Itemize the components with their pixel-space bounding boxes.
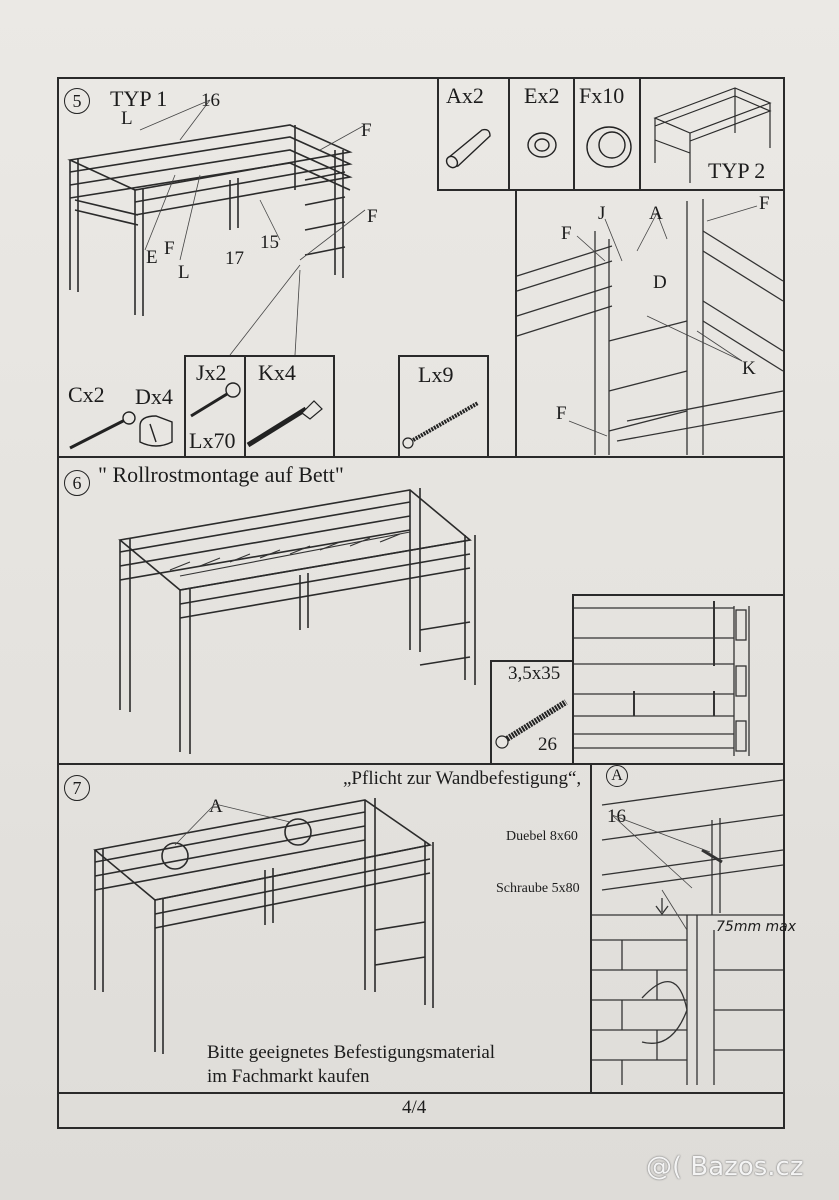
part-K-label: Kx4 bbox=[258, 360, 296, 385]
duebel-label: Duebel 8x60 bbox=[506, 829, 578, 844]
detail-label-F-left: F bbox=[561, 223, 572, 244]
barrel-nut-icon bbox=[139, 415, 173, 447]
label-F-top: F bbox=[361, 120, 372, 141]
label-L-top: L bbox=[121, 108, 133, 129]
part-F-label: Fx10 bbox=[579, 83, 625, 108]
page-number: 4/4 bbox=[402, 1097, 427, 1118]
label-L-low: L bbox=[178, 262, 190, 283]
note-line-1: Bitte geeignetes Befestigungsmaterial bbox=[207, 1042, 496, 1063]
screw-size-label: 3,5x35 bbox=[508, 663, 561, 684]
bazos-watermark: @( Bazos.cz bbox=[646, 1152, 804, 1182]
cover-cap-icon bbox=[586, 126, 632, 168]
step-5-title: TYP 1 bbox=[110, 86, 168, 111]
typ-2-bed-drawing bbox=[653, 87, 772, 183]
part-A-label: Ax2 bbox=[446, 83, 484, 108]
step-7-title: „Pflicht zur Wandbefestigung“, bbox=[343, 768, 582, 789]
label-F-mid: F bbox=[367, 206, 378, 227]
detail-A-marker: A bbox=[606, 765, 628, 787]
step-7-label-A: A bbox=[209, 796, 223, 817]
label-E: E bbox=[146, 247, 158, 268]
part-J-label: Jx2 bbox=[196, 360, 227, 385]
page-frame bbox=[57, 77, 785, 1129]
section-divider-footer bbox=[57, 1092, 785, 1094]
bolt-icon bbox=[69, 411, 136, 450]
part-D-label: Dx4 bbox=[135, 384, 173, 409]
detail-label-D: D bbox=[653, 272, 667, 293]
part-L70-label: Lx70 bbox=[189, 428, 236, 453]
step-7-number: 7 bbox=[64, 775, 90, 801]
short-bolt-icon bbox=[190, 382, 241, 418]
step-6-detail-drawing bbox=[574, 601, 750, 756]
step-5-detail-drawing bbox=[516, 199, 784, 455]
dowel-icon bbox=[445, 128, 491, 169]
label-17: 17 bbox=[225, 248, 244, 269]
wall-mount-detail-drawing bbox=[592, 779, 784, 1085]
detail-label-F-right: F bbox=[759, 193, 770, 214]
section-divider-6-7 bbox=[57, 763, 785, 765]
detail-label-F-bottom: F bbox=[556, 403, 567, 424]
part-E-label: Ex2 bbox=[524, 83, 560, 108]
step-6-title: " Rollrostmontage auf Bett" bbox=[98, 462, 344, 487]
step-5-bed-drawing bbox=[67, 99, 366, 356]
step-7-bed-drawing bbox=[93, 798, 434, 1054]
detail-label-A: A bbox=[649, 203, 663, 224]
label-15: 15 bbox=[260, 232, 279, 253]
detail-label-J: J bbox=[598, 203, 606, 224]
step-6-bed-drawing bbox=[118, 488, 476, 754]
detail-label-K: K bbox=[742, 358, 756, 379]
wood-screw-icon bbox=[495, 699, 568, 749]
step-5-number: 5 bbox=[64, 88, 90, 114]
long-screw-icon bbox=[402, 401, 479, 449]
part-L9-label: Lx9 bbox=[418, 362, 454, 387]
part-C-label: Cx2 bbox=[68, 382, 105, 407]
label-F-low: F bbox=[164, 238, 175, 259]
note-line-2: im Fachmarkt kaufen bbox=[207, 1066, 370, 1087]
schraube-label: Schraube 5x80 bbox=[496, 881, 580, 896]
screw-count-label: 26 bbox=[538, 734, 557, 755]
screw-icon bbox=[246, 400, 323, 448]
typ-2-label: TYP 2 bbox=[708, 158, 766, 183]
step-6-number: 6 bbox=[64, 470, 90, 496]
max-distance-label: 75mm max bbox=[716, 919, 797, 935]
section-divider-5-6 bbox=[57, 456, 785, 458]
cap-icon bbox=[527, 132, 557, 158]
